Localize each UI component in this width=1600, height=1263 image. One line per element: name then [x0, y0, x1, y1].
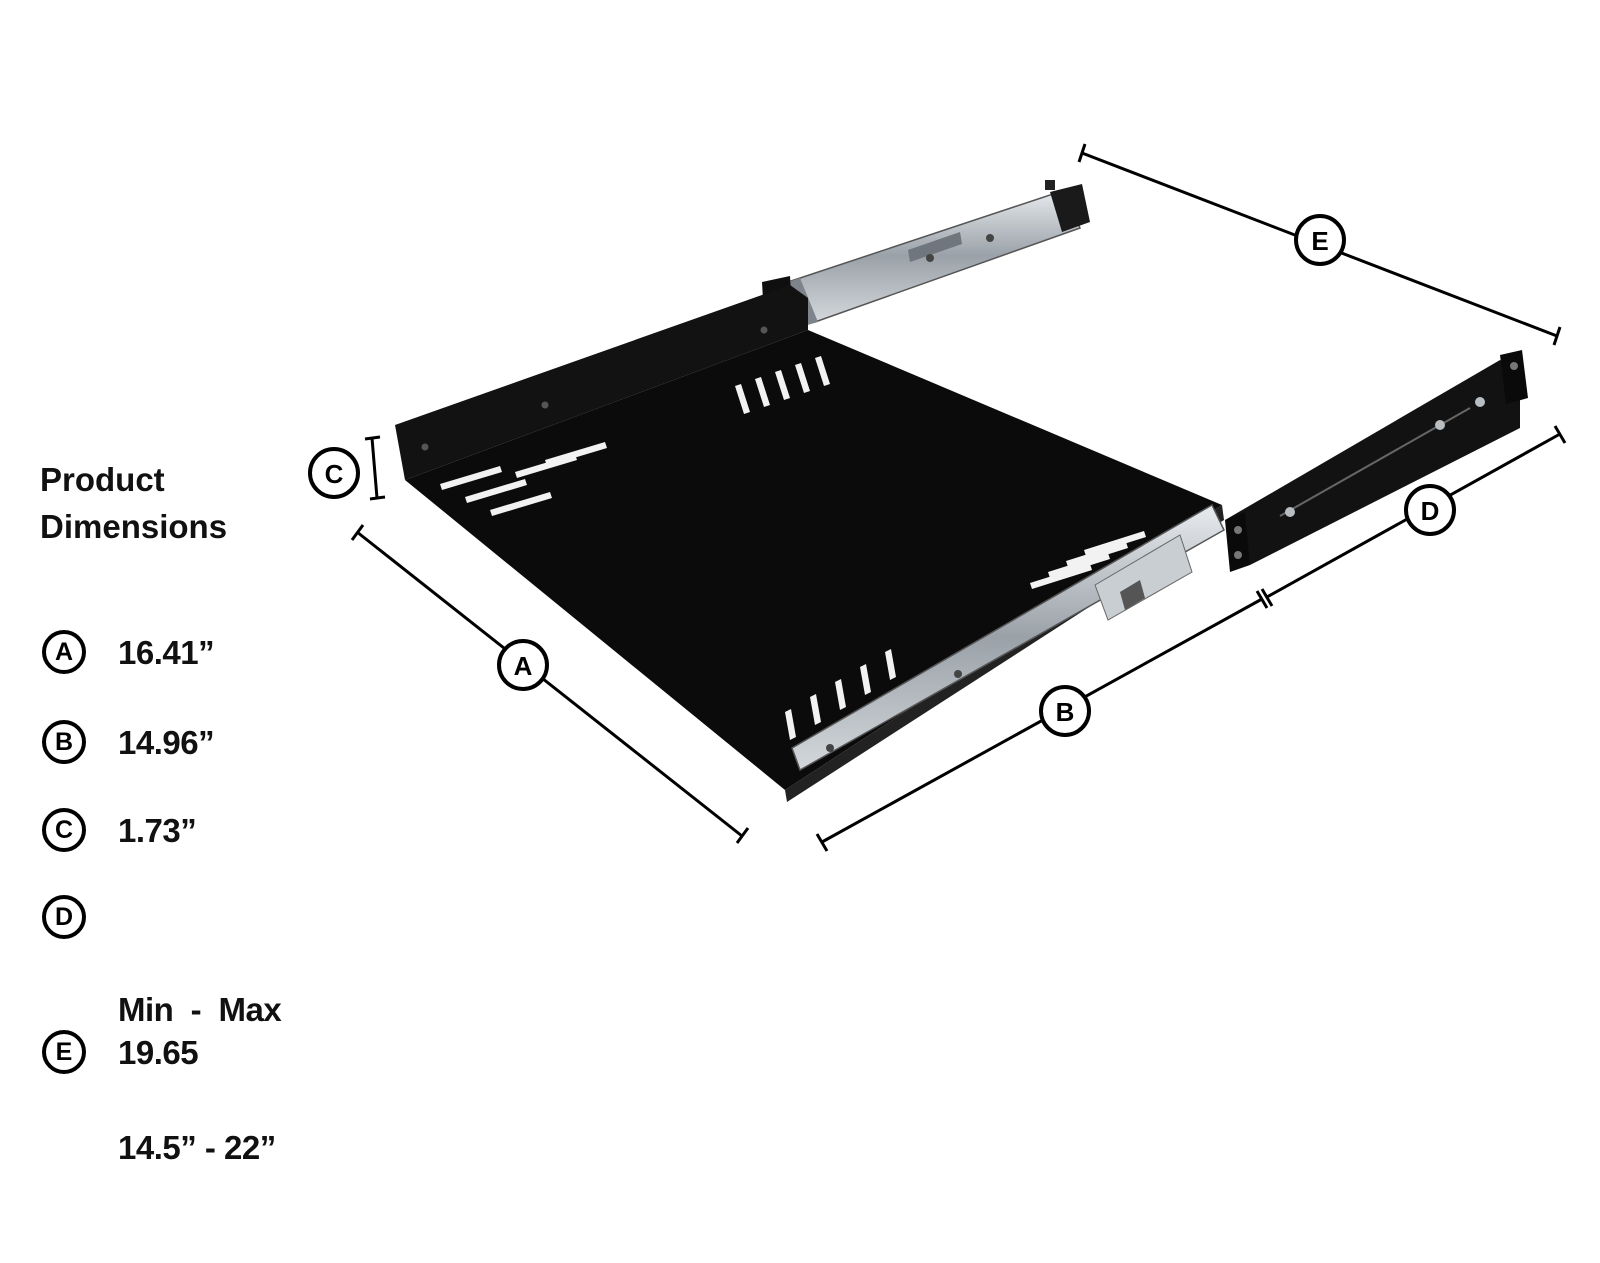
- svg-text:E: E: [1311, 226, 1328, 256]
- svg-text:A: A: [514, 651, 533, 681]
- legend-badge-a: A: [42, 630, 86, 674]
- legend-item-d: D Min - Max 14.5” - 22”: [42, 895, 282, 1263]
- front-mounting-bracket: [1225, 350, 1528, 572]
- legend-value-d-range: 14.5” - 22”: [118, 1129, 276, 1166]
- legend-badge-c: C: [42, 808, 86, 852]
- legend-value-b: 14.96”: [118, 724, 215, 761]
- svg-text:B: B: [1056, 697, 1075, 727]
- callout-d: D: [1404, 484, 1456, 536]
- legend-value-c: 1.73”: [118, 812, 197, 849]
- legend-item-a: A 16.41”: [42, 630, 215, 676]
- shelf-dimension-diagram: A B C D E: [308, 143, 1567, 852]
- legend-badge-d: D: [42, 895, 86, 939]
- callout-a: A: [497, 639, 549, 691]
- callout-c: C: [308, 447, 360, 499]
- dimension-line-c: [370, 437, 379, 499]
- svg-text:D: D: [1421, 496, 1440, 526]
- legend-value-d-range-label: Min - Max: [118, 991, 282, 1028]
- legend-badge-b: B: [42, 720, 86, 764]
- rear-slide-rail: [762, 180, 1090, 330]
- legend-value-e: 19.65: [118, 1034, 199, 1071]
- callout-b: B: [1039, 685, 1091, 737]
- dimension-line-a: [356, 530, 743, 838]
- front-slide-rail: [791, 503, 1225, 772]
- shelf-back-wall: [395, 285, 808, 480]
- legend-item-c: C 1.73”: [42, 808, 197, 854]
- legend-item-e: E 19.65: [42, 1030, 199, 1076]
- title-product: Product: [40, 461, 165, 498]
- callout-e: E: [1294, 214, 1346, 266]
- legend-item-b: B 14.96”: [42, 720, 215, 766]
- title-dimensions: Dimensions: [40, 508, 228, 545]
- legend-value-a: 16.41”: [118, 634, 215, 671]
- legend-badge-e: E: [42, 1030, 86, 1074]
- svg-text:C: C: [325, 459, 344, 489]
